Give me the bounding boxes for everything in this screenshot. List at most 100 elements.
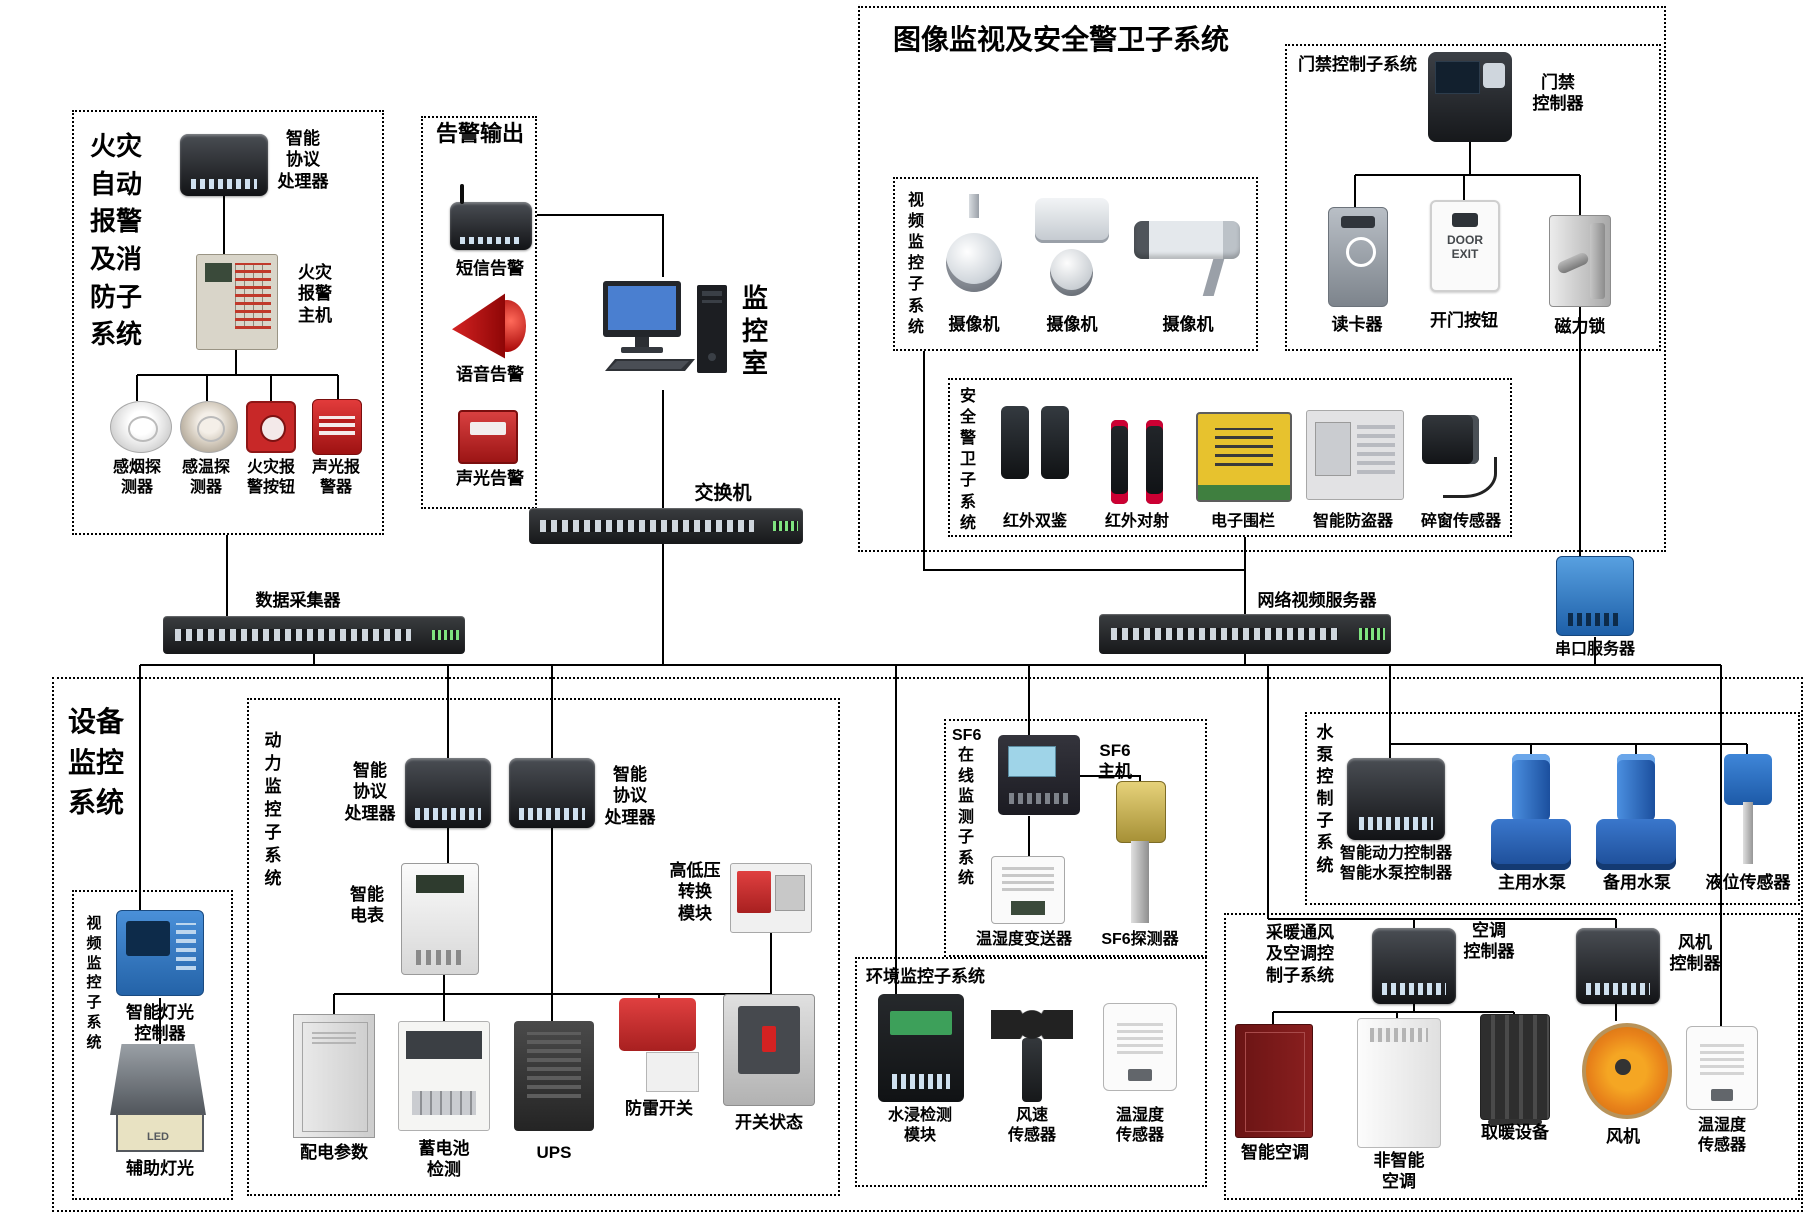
network-video-server-icon <box>1099 614 1391 654</box>
glass-break-sensor-icon <box>1417 412 1503 498</box>
data-collector-icon <box>163 616 465 654</box>
data-collector-label: 数据采集器 <box>255 591 341 610</box>
serial-server-icon <box>1556 556 1634 636</box>
hvac-title: 采暖通风 及空调控 制子系统 <box>1266 923 1334 985</box>
fan-controller-label: 风机 控制器 <box>1669 933 1721 974</box>
distribution-cabinet-icon <box>293 1014 375 1138</box>
card-reader-label: 读卡器 <box>1331 315 1383 334</box>
ac-controller-label: 空调 控制器 <box>1463 921 1515 962</box>
ptz-camera-icon <box>1032 198 1112 300</box>
fire-alarm-host-icon <box>196 254 278 350</box>
environment-monitoring-box <box>855 957 1207 1187</box>
power-processor-right-label: 智能 协议 处理器 <box>604 765 656 827</box>
fire-protocol-processor-icon <box>180 134 268 196</box>
left-video-title: 视 频 监 控 子 系 统 <box>86 915 102 1051</box>
heater-label: 取暖设备 <box>1481 1123 1549 1142</box>
fire-subsystem-title: 火灾 自动 报警 及消 防子 系统 <box>89 131 142 350</box>
pump-control-box <box>1305 712 1800 905</box>
ups-icon <box>514 1021 594 1131</box>
glass-break-sensor-label: 碎窗传感器 <box>1420 513 1501 530</box>
surveillance-title: 图像监视及安全警卫子系统 <box>893 24 1230 55</box>
fire-protocol-processor-label: 智能 协议 处理器 <box>277 129 329 191</box>
hv-module-label: 高低压 转换 模块 <box>669 861 721 923</box>
sf6-host-label: SF6 主机 <box>1098 741 1132 782</box>
voice-alarm-label: 语音告警 <box>456 365 524 384</box>
equipment-title: 设备 监控 系统 <box>67 706 124 819</box>
access-controller-icon <box>1428 52 1512 142</box>
sf6-title: SF6 在 线 监 测 子 系 统 <box>952 727 982 888</box>
power-monitoring-box <box>247 698 840 1196</box>
video-surveillance-title: 视 频 监 控 子 系 统 <box>907 192 924 336</box>
magnetic-lock-icon <box>1549 215 1611 307</box>
fire-alarm-button-icon <box>246 401 296 453</box>
aux-light-label: 辅助灯光 <box>126 1159 194 1178</box>
pump-controller-label: 智能动力控制器 智能水泵控制器 <box>1339 845 1452 882</box>
sf6-host-icon <box>998 735 1080 815</box>
heat-detector-label: 感温探 测器 <box>181 459 230 496</box>
door-button-label: 开门按钮 <box>1430 311 1498 330</box>
environment-title: 环境监控子系统 <box>866 967 985 986</box>
smoke-detector-icon <box>110 401 172 453</box>
level-sensor-label: 液位传感器 <box>1705 873 1791 892</box>
alarm-output-box <box>421 116 537 509</box>
voice-alarm-horn-icon <box>452 292 526 360</box>
ups-label: UPS <box>536 1143 572 1162</box>
surveillance-box <box>858 6 1666 552</box>
ethernet-switch-label: 交换机 <box>694 483 752 504</box>
wind-speed-sensor-label: 风速 传感器 <box>1007 1107 1056 1144</box>
fan-controller-icon <box>1576 928 1660 1004</box>
switch-status-breaker-icon <box>723 994 815 1106</box>
sf6-detector-icon <box>1114 781 1166 923</box>
sms-alarm-icon <box>450 184 532 250</box>
backup-pump-label: 备用水泵 <box>1603 873 1671 892</box>
led-floodlight-text: LED <box>147 1131 169 1144</box>
dome-camera-icon <box>942 194 1006 296</box>
alarm-output-title: 告警输出 <box>435 121 524 146</box>
switch-status-label: 开关状态 <box>735 1113 803 1132</box>
infrared-beam-icon <box>1104 416 1170 508</box>
smart-light-controller-icon <box>116 910 204 996</box>
plain-ac-icon <box>1357 1018 1441 1148</box>
access-control-title: 门禁控制子系统 <box>1298 55 1417 74</box>
distribution-params-label: 配电参数 <box>300 1143 368 1162</box>
burglar-alarm-label: 智能防盗器 <box>1312 513 1393 530</box>
magnetic-lock-label: 磁力锁 <box>1554 317 1606 336</box>
hvac-temp-humidity-sensor-icon <box>1686 1026 1758 1110</box>
camera2-label: 摄像机 <box>1046 315 1098 334</box>
smart-meter-label: 智能 电表 <box>350 885 384 926</box>
smart-meter-icon <box>401 863 479 975</box>
battery-test-label: 蓄电池 检测 <box>418 1139 470 1180</box>
video-surveillance-box <box>893 177 1258 351</box>
infrared-dual-label: 红外双鉴 <box>1002 513 1067 530</box>
security-guard-box <box>948 378 1512 537</box>
infrared-dual-detector-icon <box>998 406 1072 508</box>
backup-pump-icon <box>1596 754 1676 870</box>
led-floodlight-icon: LED <box>110 1044 206 1152</box>
water-leak-module-icon <box>878 994 964 1102</box>
hvac-temp-humidity-sensor-label: 温湿度 传感器 <box>1697 1117 1746 1154</box>
pump-controller-icon <box>1347 758 1445 840</box>
lightning-protection-switch-icon <box>619 998 699 1092</box>
camera1-label: 摄像机 <box>948 315 1000 334</box>
equipment-monitoring-box <box>52 677 1803 1212</box>
plain-ac-label: 非智能 空调 <box>1373 1151 1425 1192</box>
water-leak-module-label: 水浸检测 模块 <box>887 1107 952 1144</box>
fire-subsystem-box <box>72 110 384 535</box>
access-control-box <box>1285 44 1661 351</box>
network-video-server-label: 网络视频服务器 <box>1257 591 1377 610</box>
fire-alarm-button-label: 火灾报 警按钮 <box>246 459 295 496</box>
env-temp-humidity-sensor-icon <box>1103 1003 1177 1091</box>
smart-ac-label: 智能空调 <box>1241 1143 1309 1162</box>
monitoring-room-label: 监 控 室 <box>741 283 768 378</box>
lightning-switch-label: 防雷开关 <box>625 1099 693 1118</box>
security-guard-title: 安 全 警 卫 子 系 统 <box>959 388 976 532</box>
camera3-label: 摄像机 <box>1162 315 1214 334</box>
sf6-monitoring-box <box>944 719 1207 957</box>
card-reader-icon <box>1328 207 1388 307</box>
left-video-control-box <box>72 890 233 1200</box>
hv-conversion-module-icon <box>730 863 812 933</box>
smoke-detector-label: 感烟探 测器 <box>112 459 161 496</box>
fan-icon <box>1576 1021 1673 1121</box>
